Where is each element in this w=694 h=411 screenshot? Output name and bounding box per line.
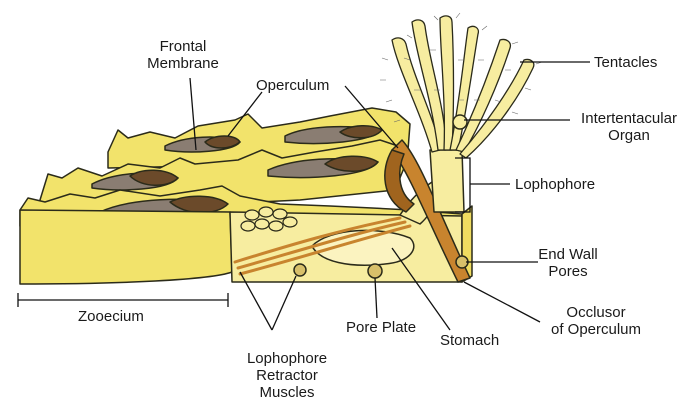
lophophore-stalk xyxy=(430,150,464,212)
label-end-wall-pores: End Wall Pores xyxy=(538,246,597,280)
label-frontal-membrane: Frontal Membrane xyxy=(147,38,219,72)
label-stomach: Stomach xyxy=(440,332,499,349)
zooecium-wall xyxy=(20,210,232,284)
leader-retractor-b xyxy=(272,276,296,330)
retractor-base-disc xyxy=(294,264,306,276)
label-intertentacular-organ: Intertentacular Organ xyxy=(581,110,677,144)
label-pore-plate: Pore Plate xyxy=(346,319,416,336)
label-occlusor-of-operculum: Occlusor of Operculum xyxy=(551,304,641,338)
label-tentacles: Tentacles xyxy=(594,54,657,71)
label-lophophore-retractor-muscles: Lophophore Retractor Muscles xyxy=(247,350,327,401)
label-operculum: Operculum xyxy=(256,77,329,94)
label-lophophore: Lophophore xyxy=(515,176,595,193)
label-zooecium: Zooecium xyxy=(78,308,144,325)
tentacle-crown xyxy=(392,16,534,158)
pore-plate-disc xyxy=(368,264,382,278)
intertentacular-organ-disc xyxy=(453,115,467,129)
leader-pore-plate xyxy=(375,278,377,318)
leader-occlusor xyxy=(464,282,540,322)
